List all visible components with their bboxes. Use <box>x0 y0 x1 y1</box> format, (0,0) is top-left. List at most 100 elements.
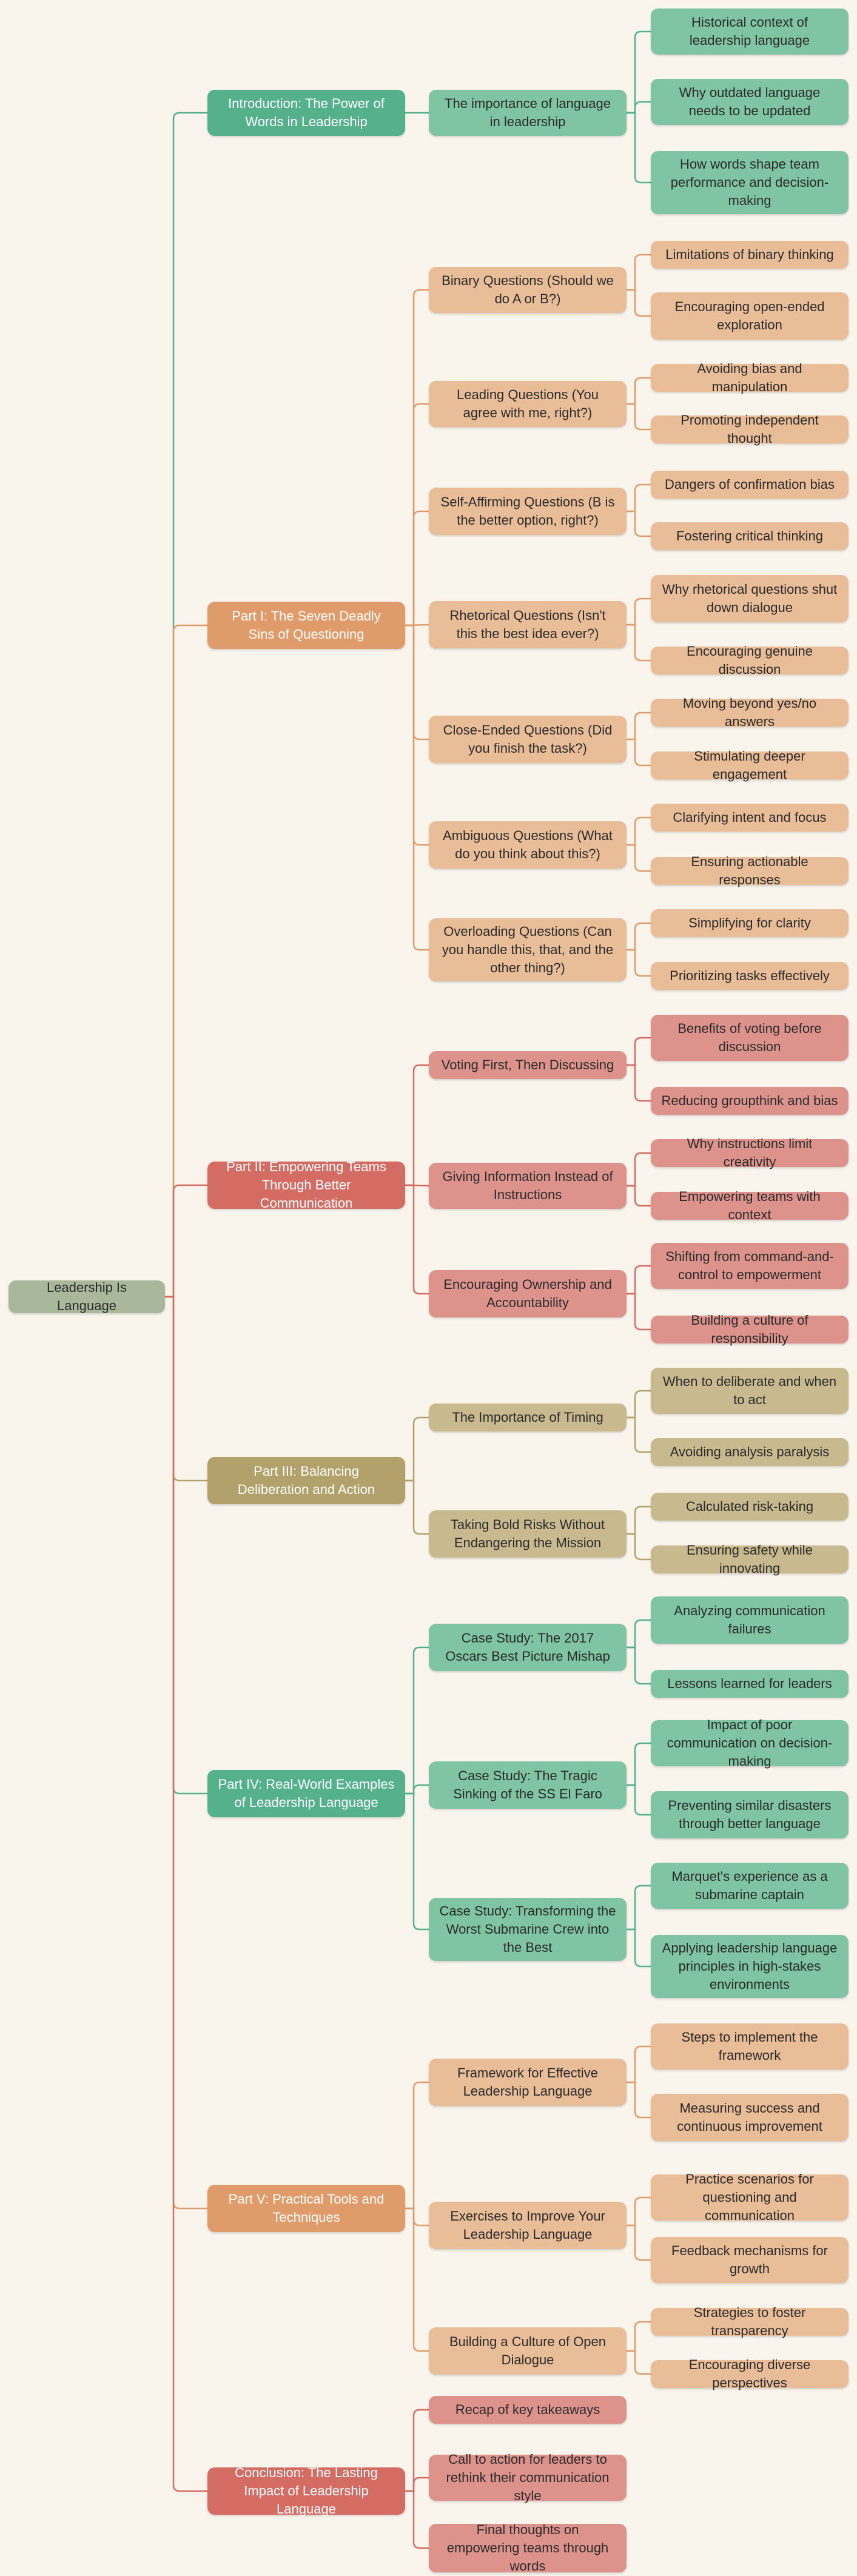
link-sub-leaf-1-2-1 <box>627 510 651 537</box>
link-branch-sub-2-2 <box>405 1184 429 1295</box>
link-branch-sub-1-2 <box>405 510 429 627</box>
leaf-node-3-1-0: Calculated risk-taking <box>651 1493 849 1521</box>
link-branch-sub-1-4 <box>405 624 429 741</box>
link-branch-sub-1-0 <box>405 289 429 627</box>
leaf-node-5-2-0: Strategies to foster transparency <box>651 2305 849 2338</box>
link-sub-leaf-0-0-2 <box>627 112 651 184</box>
sub-node-5-1: Exercises to Improve Your Leadership Lan… <box>429 2202 627 2249</box>
link-sub-leaf-5-1-1 <box>627 2224 651 2261</box>
sub-node-2-2: Encouraging Ownership and Accountability <box>429 1270 627 1317</box>
link-sub-leaf-2-1-0 <box>627 1152 651 1187</box>
leaf-node-1-5-0: Clarifying intent and focus <box>651 804 849 832</box>
sub-node-6-0: Recap of key takeaways <box>429 2396 627 2424</box>
sub-node-1-5: Ambiguous Questions (What do you think a… <box>429 821 627 869</box>
link-branch-sub-4-1 <box>405 1784 429 1795</box>
leaf-node-5-0-0: Steps to implement the framework <box>651 2023 849 2070</box>
link-sub-leaf-1-6-0 <box>627 922 651 951</box>
leaf-node-1-3-1: Encouraging genuine discussion <box>651 644 849 677</box>
leaf-node-1-0-0: Limitations of binary thinking <box>651 241 849 269</box>
link-sub-leaf-0-0-1 <box>627 101 651 114</box>
link-sub-leaf-1-5-1 <box>627 844 651 872</box>
sub-node-3-1: Taking Bold Risks Without Endangering th… <box>429 1510 627 1558</box>
link-branch-sub-4-2 <box>405 1792 429 1931</box>
link-sub-leaf-2-0-1 <box>627 1064 651 1102</box>
link-branch-sub-5-2 <box>405 2207 429 2352</box>
branch-node-2: Part II: Empowering Teams Through Better… <box>207 1159 405 1211</box>
leaf-node-2-1-1: Empowering teams with context <box>651 1189 849 1222</box>
sub-node-2-1: Giving Information Instead of Instructio… <box>429 1163 627 1209</box>
leaf-node-1-4-0: Moving beyond yes/no answers <box>651 696 849 729</box>
leaf-node-4-2-1: Applying leadership language principles … <box>651 1935 849 1998</box>
link-branch-sub-5-1 <box>405 2207 429 2227</box>
branch-node-6: Conclusion: The Lasting Impact of Leader… <box>207 2465 405 2517</box>
sub-node-2-0: Voting First, Then Discussing <box>429 1051 627 1079</box>
link-branch-sub-6-1 <box>405 2477 429 2492</box>
leaf-node-2-1-0: Why instructions limit creativity <box>651 1136 849 1169</box>
link-sub-leaf-4-0-1 <box>627 1646 651 1685</box>
link-sub-leaf-1-6-1 <box>627 949 651 977</box>
link-root-branch-4 <box>165 1296 207 1795</box>
link-sub-leaf-2-1-1 <box>627 1185 651 1207</box>
leaf-node-1-6-1: Prioritizing tasks effectively <box>651 962 849 990</box>
link-sub-leaf-5-0-1 <box>627 2081 651 2119</box>
leaf-node-0-0-0: Historical context of leadership languag… <box>651 8 849 55</box>
branch-node-1: Part I: The Seven Deadly Sins of Questio… <box>207 602 405 649</box>
leaf-node-0-0-2: How words shape team performance and dec… <box>651 151 849 214</box>
sub-node-6-2: Final thoughts on empowering teams throu… <box>429 2522 627 2574</box>
leaf-node-1-4-1: Stimulating deeper engagement <box>651 748 849 782</box>
leaf-node-4-1-1: Preventing similar disasters through bet… <box>651 1791 849 1838</box>
leaf-node-4-1-0: Impact of poor communication on decision… <box>651 1717 849 1769</box>
branch-node-4: Part IV: Real-World Examples of Leadersh… <box>207 1770 405 1817</box>
link-sub-leaf-1-0-0 <box>627 254 651 291</box>
sub-node-1-1: Leading Questions (You agree with me, ri… <box>429 381 627 427</box>
link-branch-sub-1-5 <box>405 624 429 846</box>
link-root-branch-5 <box>165 1296 207 2210</box>
link-sub-leaf-1-1-1 <box>627 403 651 431</box>
link-sub-leaf-3-1-1 <box>627 1533 651 1561</box>
link-sub-leaf-4-1-0 <box>627 1742 651 1786</box>
sub-node-3-0: The Importance of Timing <box>429 1404 627 1431</box>
leaf-node-2-2-1: Building a culture of responsibility <box>651 1313 849 1346</box>
leaf-node-4-0-1: Lessons learned for leaders <box>651 1670 849 1698</box>
leaf-node-1-5-1: Ensuring actionable responses <box>651 854 849 887</box>
link-root-branch-2 <box>165 1184 207 1298</box>
root-node: Leadership Is Language <box>8 1280 165 1313</box>
link-sub-leaf-3-0-1 <box>627 1416 651 1453</box>
leaf-node-3-1-1: Ensuring safety while innovating <box>651 1542 849 1576</box>
sub-node-1-4: Close-Ended Questions (Did you finish th… <box>429 716 627 763</box>
link-sub-leaf-2-0-0 <box>627 1037 651 1066</box>
link-branch-sub-1-1 <box>405 403 429 627</box>
leaf-node-5-1-0: Practice scenarios for questioning and c… <box>651 2171 849 2223</box>
link-sub-leaf-5-0-0 <box>627 2045 651 2083</box>
link-sub-leaf-4-2-0 <box>627 1885 651 1931</box>
branch-node-3: Part III: Balancing Deliberation and Act… <box>207 1457 405 1504</box>
leaf-node-1-6-0: Simplifying for clarity <box>651 909 849 937</box>
leaf-node-5-2-1: Encouraging diverse perspectives <box>651 2357 849 2390</box>
sub-node-1-2: Self-Affirming Questions (B is the bette… <box>429 488 627 535</box>
sub-node-1-0: Binary Questions (Should we do A or B?) <box>429 267 627 313</box>
leaf-node-3-0-0: When to deliberate and when to act <box>651 1368 849 1414</box>
sub-node-5-0: Framework for Effective Leadership Langu… <box>429 2059 627 2106</box>
sub-node-4-1: Case Study: The Tragic Sinking of the SS… <box>429 1761 627 1809</box>
leaf-node-2-0-1: Reducing groupthink and bias <box>651 1087 849 1115</box>
link-sub-leaf-1-3-0 <box>627 597 651 626</box>
link-root-branch-3 <box>165 1296 207 1482</box>
leaf-node-1-1-0: Avoiding bias and manipulation <box>651 361 849 394</box>
sub-node-1-3: Rhetorical Questions (Isn't this the bes… <box>429 601 627 648</box>
sub-node-4-0: Case Study: The 2017 Oscars Best Picture… <box>429 1624 627 1671</box>
link-branch-sub-6-0 <box>405 2409 429 2492</box>
link-branch-sub-6-2 <box>405 2490 429 2549</box>
link-branch-sub-5-0 <box>405 2081 429 2210</box>
link-sub-leaf-1-4-0 <box>627 711 651 741</box>
link-sub-leaf-5-2-1 <box>627 2350 651 2375</box>
link-sub-leaf-5-2-0 <box>627 2321 651 2352</box>
link-branch-sub-2-0 <box>405 1064 429 1186</box>
leaf-node-4-0-0: Analyzing communication failures <box>651 1596 849 1644</box>
leaf-node-1-1-1: Promoting independent thought <box>651 412 849 446</box>
link-branch-sub-3-0 <box>405 1416 429 1482</box>
link-sub-leaf-1-4-1 <box>627 738 651 767</box>
link-sub-leaf-2-2-1 <box>627 1293 651 1331</box>
link-sub-leaf-1-1-0 <box>627 377 651 405</box>
